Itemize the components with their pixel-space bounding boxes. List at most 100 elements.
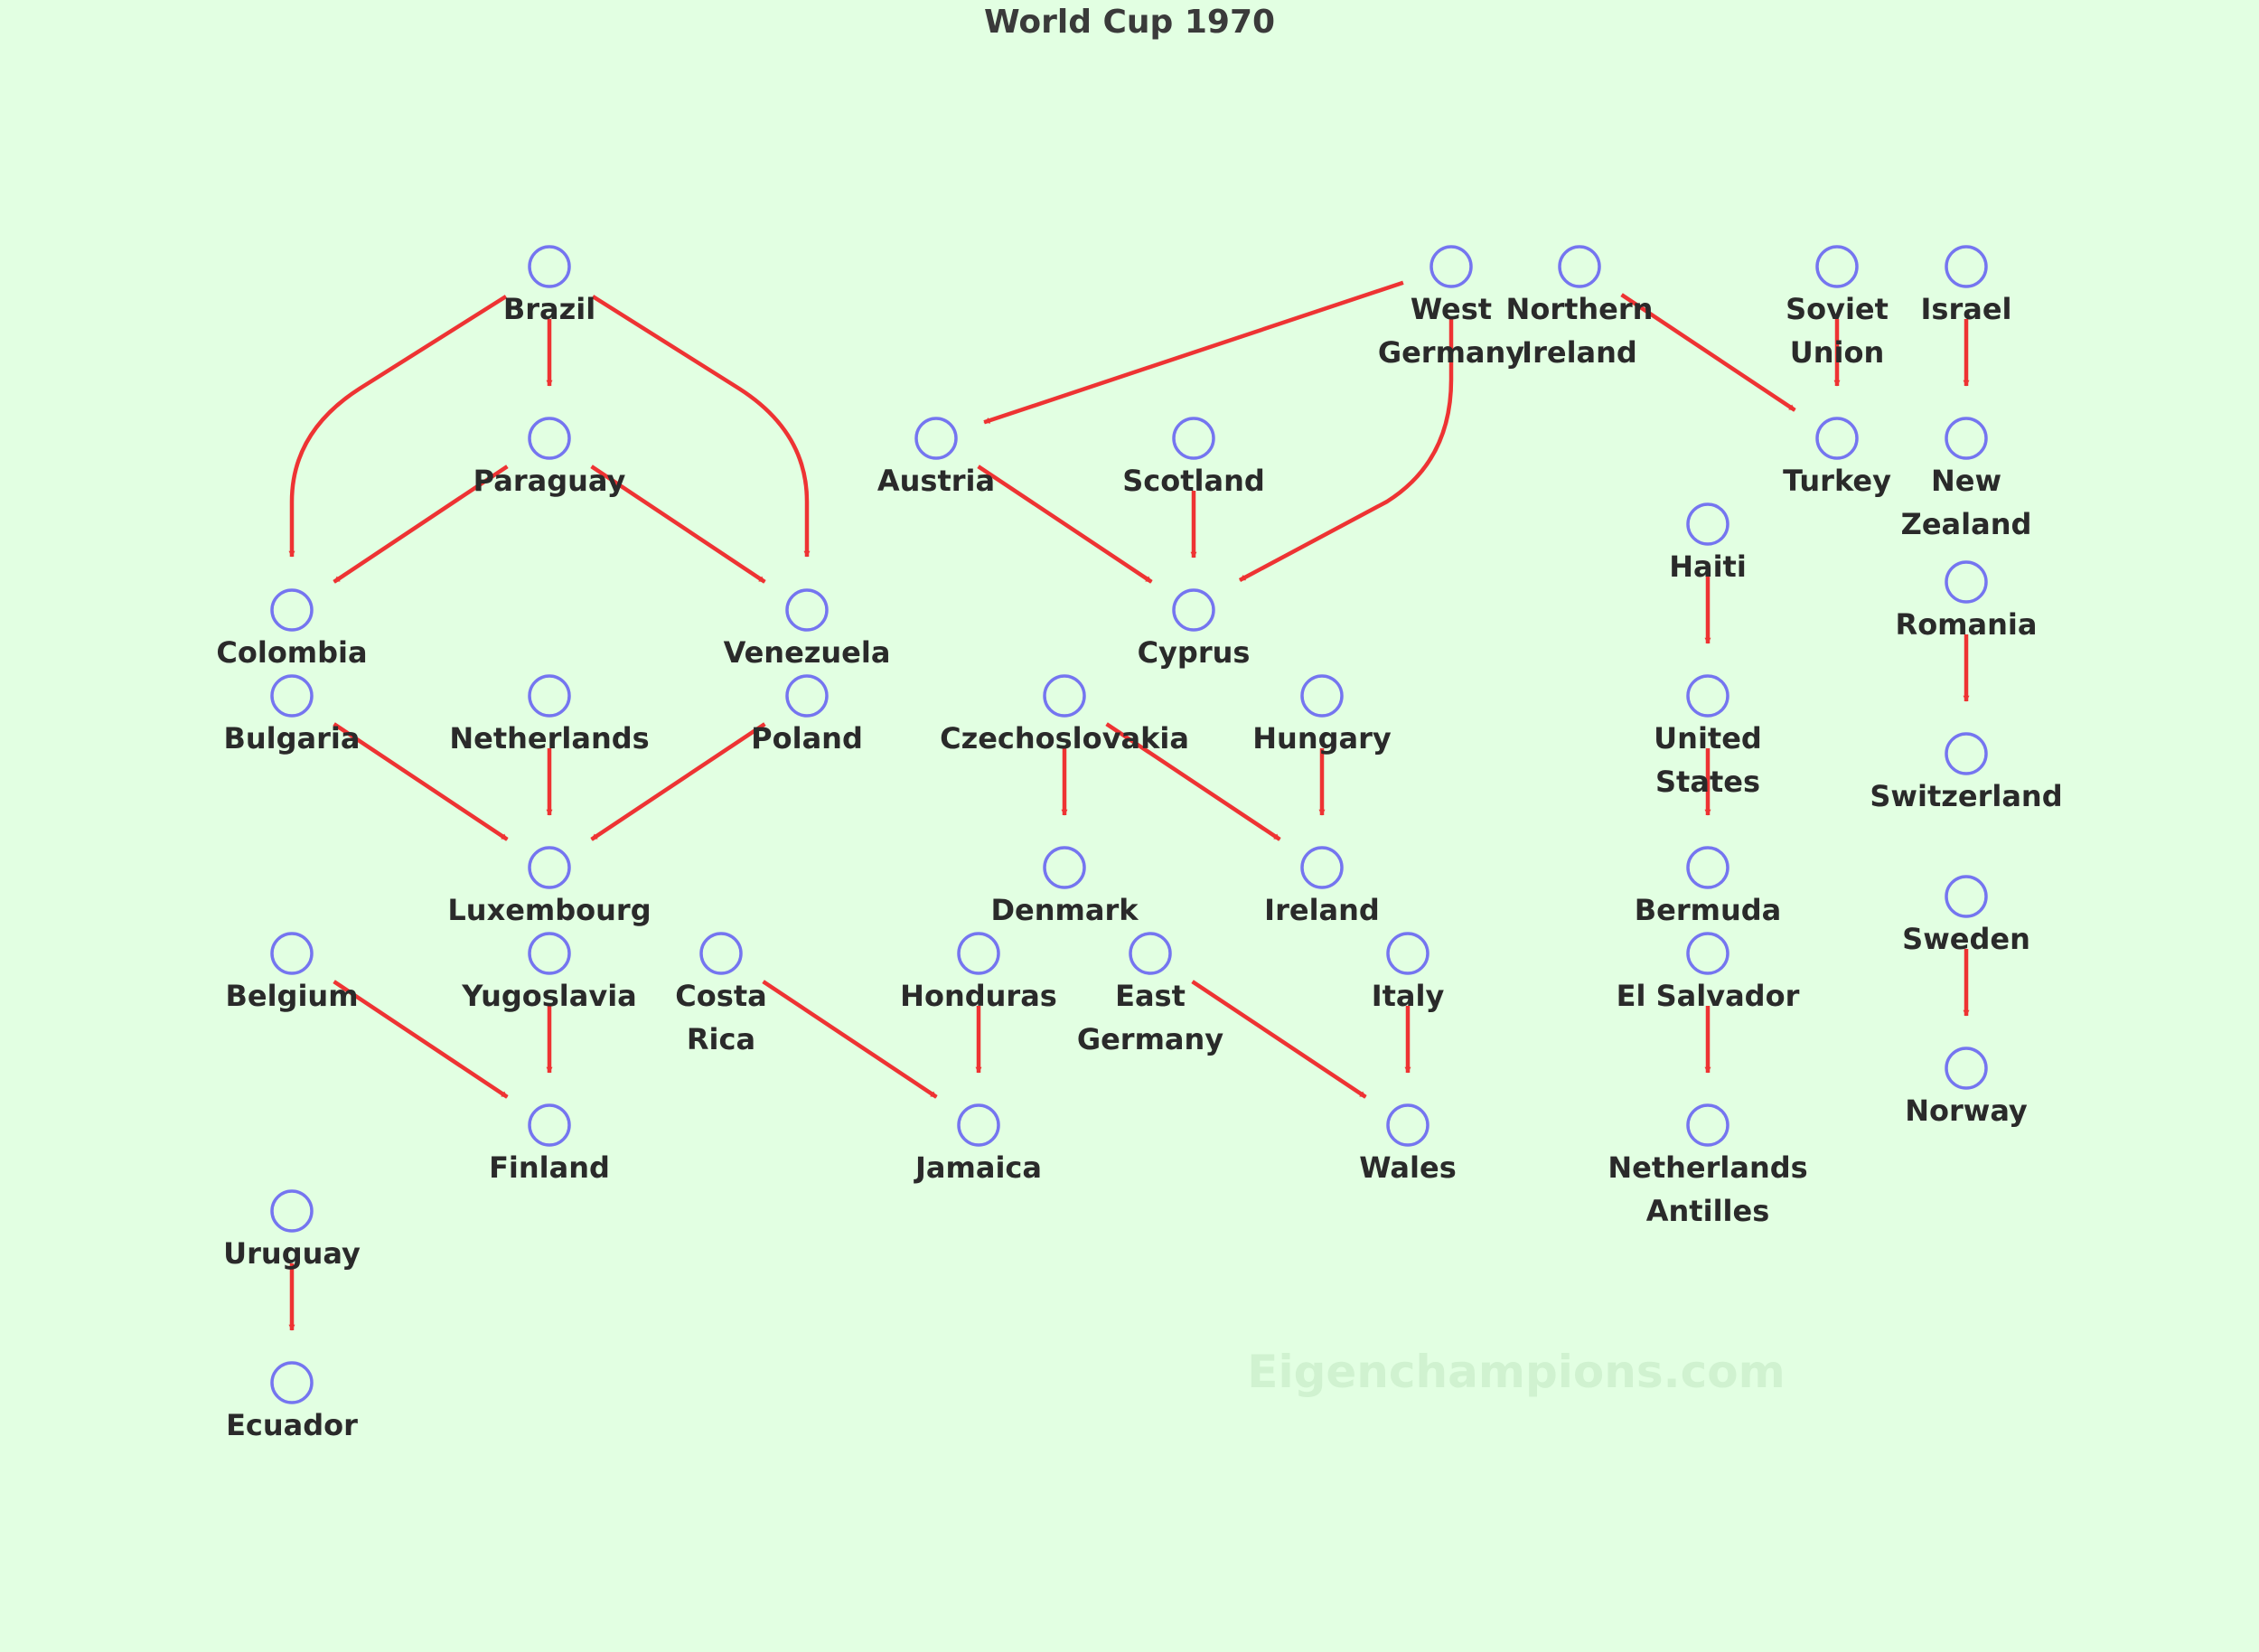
label-east-germany-line-1: East [1115,979,1186,1013]
label-ecuador: Ecuador [226,1408,358,1442]
label-northern-ireland-line-1: Northern [1506,292,1654,326]
label-belgium-line-1: Belgium [225,979,358,1013]
node-haiti [1686,502,1729,546]
label-colombia-line-1: Colombia [216,635,367,670]
node-poland [785,674,829,718]
label-cyprus: Cyprus [1138,635,1251,670]
edge-west-germany-beat-cyprus [1238,319,1454,582]
label-finland-line-1: Finland [489,1150,610,1185]
edge-austria-beat-cyprus [977,465,1153,584]
label-scotland-line-1: Scotland [1122,464,1265,498]
edge-paraguay-beat-colombia [333,465,509,584]
label-haiti: Haiti [1669,549,1747,584]
node-wales [1386,1103,1429,1147]
node-cyprus [1172,588,1215,632]
edge-west-germany-beat-austria [983,280,1404,425]
node-scotland [1172,417,1215,460]
label-austria: Austria [877,464,995,498]
label-brazil: Brazil [503,292,595,326]
label-yugoslavia: Yugoslavia [461,979,637,1013]
label-venezuela-line-1: Venezuela [724,635,891,670]
edge-costa-rica-beat-jamaica [762,980,938,1099]
label-cyprus-line-1: Cyprus [1138,635,1251,670]
label-ireland: Ireland [1264,893,1380,927]
label-finland: Finland [489,1150,610,1185]
label-netherlands-antilles-line-1: Netherlands [1608,1150,1807,1185]
label-israel-line-1: Israel [1921,292,2012,326]
label-hungary-line-1: Hungary [1252,721,1392,756]
node-luxembourg [528,846,571,889]
label-norway-line-1: Norway [1905,1094,2028,1128]
node-denmark [1043,846,1086,889]
label-el-salvador-line-1: El Salvador [1617,979,1800,1013]
node-venezuela [785,588,829,632]
edge-brazil-beat-colombia [288,295,508,558]
node-sweden [1945,875,1988,918]
node-netherlands-antilles [1686,1103,1729,1147]
node-netherlands [528,674,571,718]
label-turkey: Turkey [1783,464,1891,498]
label-poland: Poland [751,721,863,756]
label-italy-line-1: Italy [1372,979,1445,1013]
edge-northern-ireland-beat-turkey [1620,293,1796,412]
label-bulgaria: Bulgaria [224,721,361,756]
node-finland [528,1103,571,1147]
label-brazil-line-1: Brazil [503,292,595,326]
label-austria-line-1: Austria [877,464,995,498]
label-jamaica: Jamaica [914,1150,1042,1185]
label-soviet-union-line-2: Union [1790,335,1885,370]
label-czechoslovakia-line-1: Czechoslovakia [940,721,1189,756]
edge-brazil-beat-venezuela [591,295,811,558]
edge-poland-beat-luxembourg [590,722,766,841]
node-norway [1945,1047,1988,1090]
node-united-states [1686,674,1729,718]
label-netherlands-antilles-line-2: Antilles [1646,1194,1770,1228]
node-ecuador [270,1361,314,1404]
node-yugoslavia [528,932,571,975]
label-switzerland-line-1: Switzerland [1870,779,2062,813]
label-turkey-line-1: Turkey [1783,464,1891,498]
label-romania: Romania [1896,607,2038,642]
label-west-germany-line-2: Germany [1378,335,1524,370]
node-israel [1945,245,1988,288]
label-bulgaria-line-1: Bulgaria [224,721,361,756]
label-bermuda-line-1: Bermuda [1635,893,1782,927]
edges-layer [288,280,1970,1331]
node-colombia [270,588,314,632]
label-poland-line-1: Poland [751,721,863,756]
node-new-zealand [1945,417,1988,460]
node-east-germany [1129,932,1172,975]
edge-east-germany-beat-wales [1191,980,1367,1099]
node-jamaica [957,1103,1000,1147]
edge-czechoslovakia-beat-ireland [1105,722,1281,841]
label-ecuador-line-1: Ecuador [226,1408,358,1442]
label-romania-line-1: Romania [1896,607,2038,642]
label-luxembourg: Luxembourg [447,893,651,927]
label-new-zealand-line-1: New [1931,464,2001,498]
label-netherlands: Netherlands [449,721,649,756]
watermark-text: Eigenchampions.com [1247,1346,1785,1398]
label-wales: Wales [1359,1150,1456,1185]
node-northern-ireland [1558,245,1601,288]
label-ireland-line-1: Ireland [1264,893,1380,927]
edge-paraguay-beat-venezuela [590,465,766,584]
label-bermuda: Bermuda [1635,893,1782,927]
label-uruguay-line-1: Uruguay [223,1236,361,1271]
label-sweden: Sweden [1902,922,2030,956]
label-northern-ireland-line-2: Ireland [1522,335,1637,370]
node-austria [914,417,958,460]
node-costa-rica [699,932,743,975]
label-czechoslovakia: Czechoslovakia [940,721,1189,756]
node-brazil [528,245,571,288]
node-west-germany [1429,245,1473,288]
node-hungary [1300,674,1344,718]
node-romania [1945,560,1988,604]
